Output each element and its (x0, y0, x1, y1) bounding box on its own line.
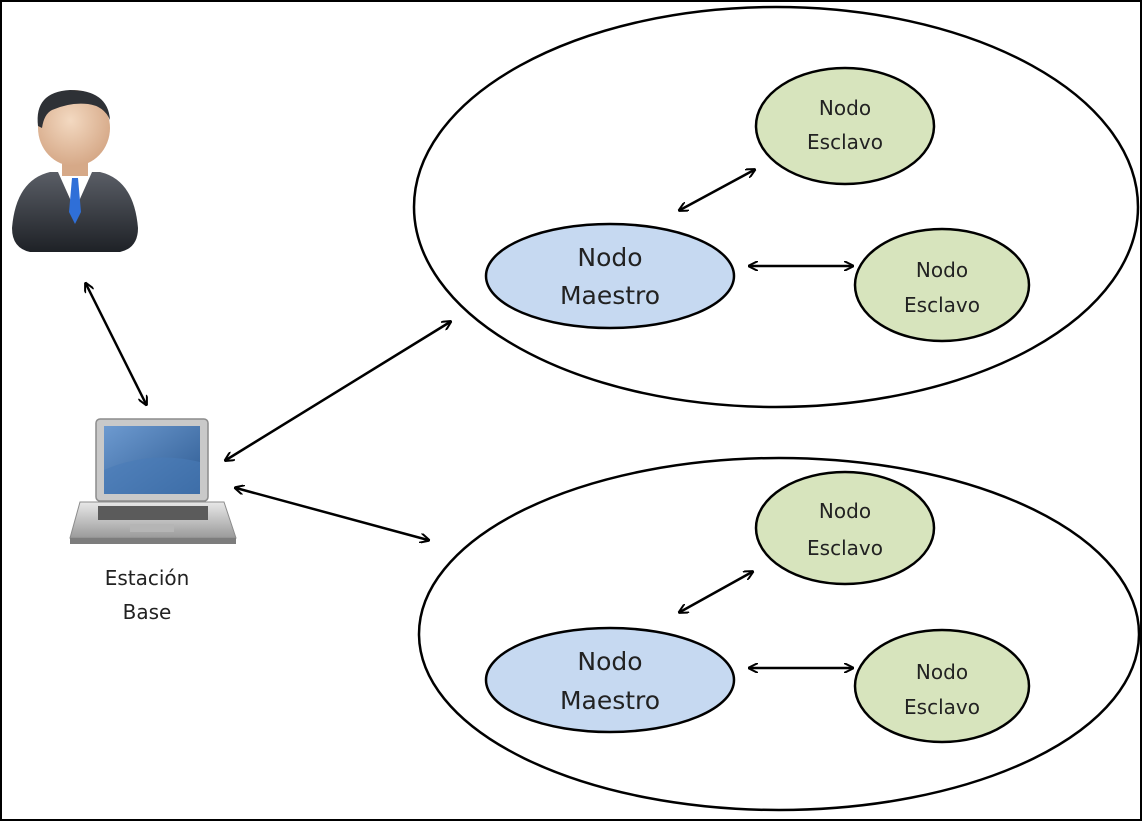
slave-node-line1: Nodo (916, 258, 968, 282)
slave-node-line1: Nodo (916, 660, 968, 684)
cluster-boundary (417, 456, 1141, 812)
master-slave-link (680, 170, 754, 210)
master-node-line1: Nodo (577, 647, 642, 676)
master-node (484, 222, 736, 330)
station-cluster1-link (226, 322, 450, 460)
master-node-line2: Maestro (560, 686, 660, 715)
slave-node-line2: Esclavo (807, 536, 883, 560)
station-label-line1: Estación (105, 566, 190, 590)
cluster-1: Nodo Maestro Nodo Esclavo Nodo Esclavo (412, 5, 1140, 409)
cluster-boundary (412, 5, 1140, 409)
station-label-line2: Base (123, 600, 172, 624)
master-slave-link (680, 572, 752, 612)
master-node (484, 626, 736, 734)
cluster-2: Nodo Maestro Nodo Esclavo Nodo Esclavo (417, 456, 1141, 812)
slave-node (853, 628, 1031, 744)
master-node-line2: Maestro (560, 281, 660, 310)
master-node-line1: Nodo (577, 243, 642, 272)
user-icon (12, 90, 138, 252)
slave-node-line1: Nodo (819, 499, 871, 523)
slave-node-line2: Esclavo (807, 130, 883, 154)
slave-node-line1: Nodo (819, 96, 871, 120)
slave-node (754, 470, 936, 586)
station-cluster2-link (236, 488, 428, 540)
slave-node-line2: Esclavo (904, 293, 980, 317)
slave-node-line2: Esclavo (904, 695, 980, 719)
user-station-link (86, 284, 146, 404)
slave-node (853, 227, 1031, 343)
slave-node (754, 66, 936, 186)
laptop-icon (69, 418, 237, 544)
